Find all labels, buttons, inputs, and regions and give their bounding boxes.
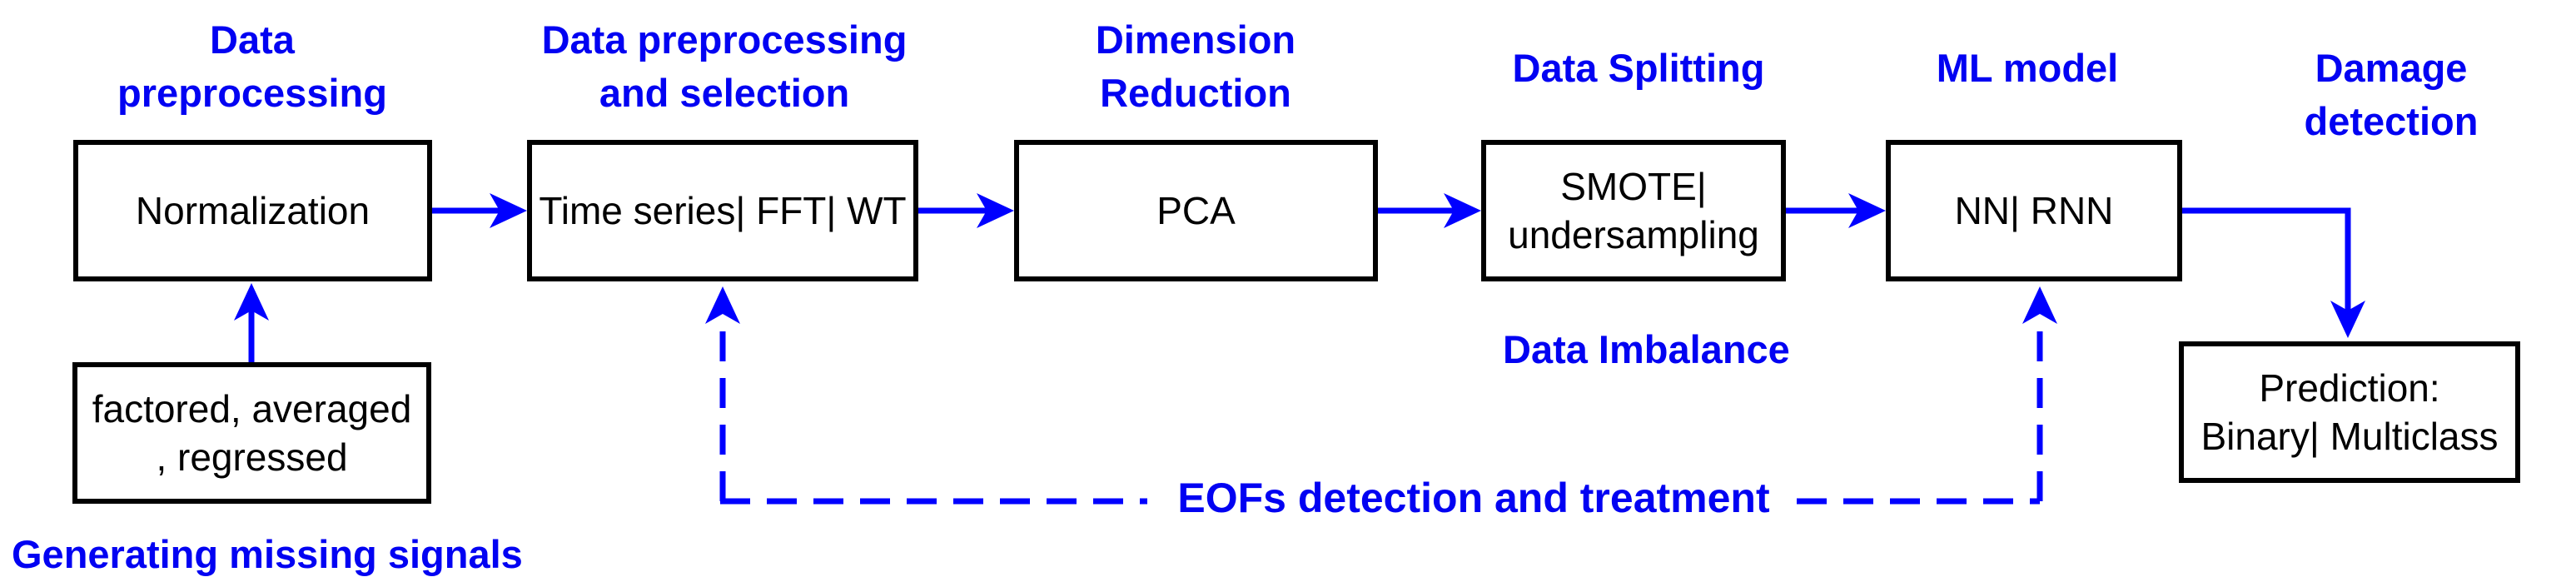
arrowhead-dashed-to-nn (2022, 286, 2057, 324)
stage-label-data-preprocessing-selection: Data preprocessing and selection (541, 17, 908, 115)
stage-label-data-splitting: Data Splitting (1512, 46, 1765, 90)
stage-label-data-preprocessing: Data preprocessing (117, 17, 387, 115)
arrowhead-smote-to-nn (1848, 193, 1886, 228)
arrowhead-pca-to-smote (1444, 193, 1481, 228)
note-data-imbalance: Data Imbalance (1503, 327, 1790, 371)
arrowhead-factored-to-normalization (234, 283, 269, 321)
arrowhead-nn-to-prediction (2330, 301, 2365, 338)
box-smote-undersampling: SMOTE| undersampling (1481, 140, 1786, 281)
box-timeseries-fft-wt: Time series| FFT| WT (527, 140, 918, 281)
arrowhead-timeseries-to-pca (977, 193, 1014, 228)
stage-label-damage-detection: Damage detection (2304, 46, 2479, 143)
arrow-nn-to-prediction (2182, 207, 2351, 311)
caption-generating-missing-signals: Generating missing signals (12, 532, 523, 576)
box-pca: PCA (1014, 140, 1378, 281)
arrowhead-dashed-to-timeseries (705, 286, 740, 324)
box-nn-rnn: NN| RNN (1886, 140, 2182, 281)
annotation-eofs-detection-treatment: EOFs detection and treatment (1177, 475, 1770, 521)
box-factored-averaged-regressed: factored, averaged , regressed (72, 362, 431, 504)
arrowhead-normalization-to-timeseries (490, 193, 527, 228)
stage-label-dimension-reduction: Dimension Reduction (1095, 17, 1296, 115)
box-normalization: Normalization (73, 140, 432, 281)
box-prediction: Prediction: Binary| Multiclass (2179, 341, 2520, 483)
stage-label-ml-model: ML model (1936, 46, 2119, 90)
